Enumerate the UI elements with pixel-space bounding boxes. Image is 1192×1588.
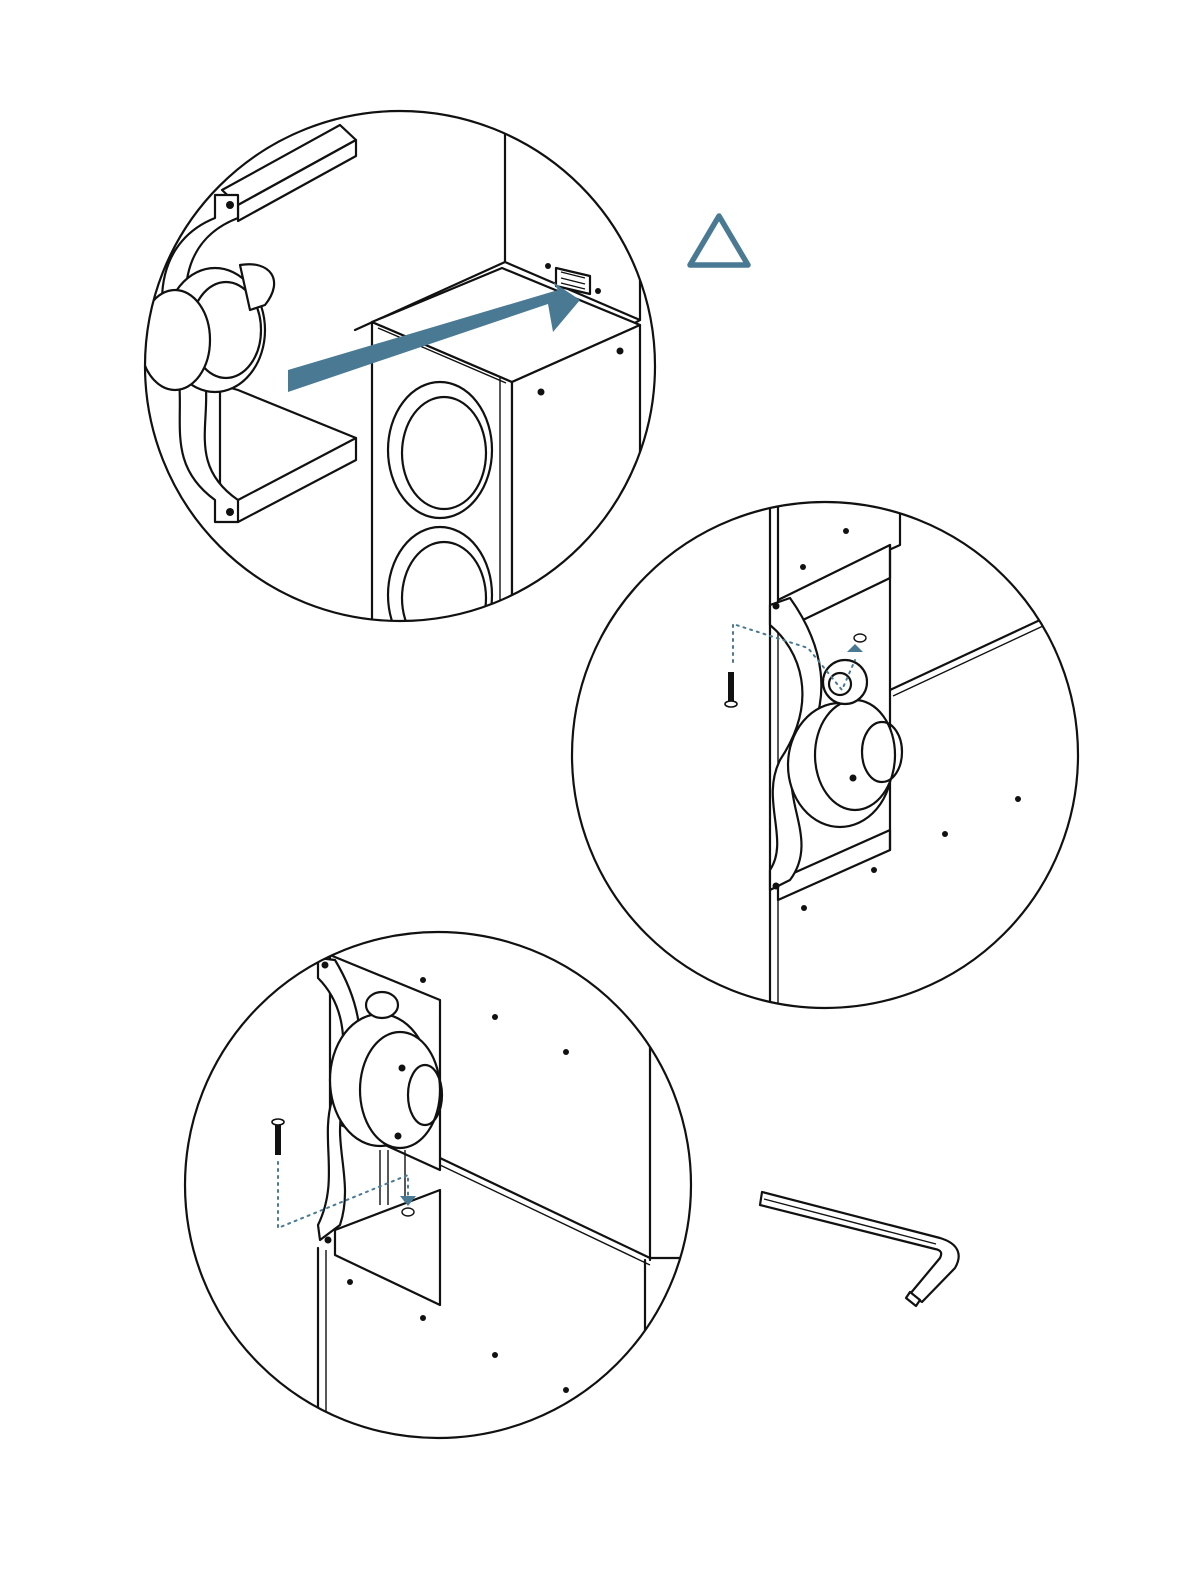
- screw-up-arrow: [847, 644, 863, 652]
- warning-triangle-icon: [690, 216, 748, 265]
- lower-screw: [272, 1119, 284, 1155]
- speaker-mount-ring: [140, 264, 274, 392]
- hex-key-icon: [760, 1192, 959, 1306]
- lower-woofer: [388, 527, 492, 663]
- speaker-box: [372, 268, 640, 663]
- upper-woofer: [388, 382, 492, 518]
- step-2-detail: [572, 500, 1078, 1010]
- upper-screw: [725, 672, 737, 707]
- step-1-detail: [140, 111, 655, 663]
- step-3-detail: [185, 932, 700, 1440]
